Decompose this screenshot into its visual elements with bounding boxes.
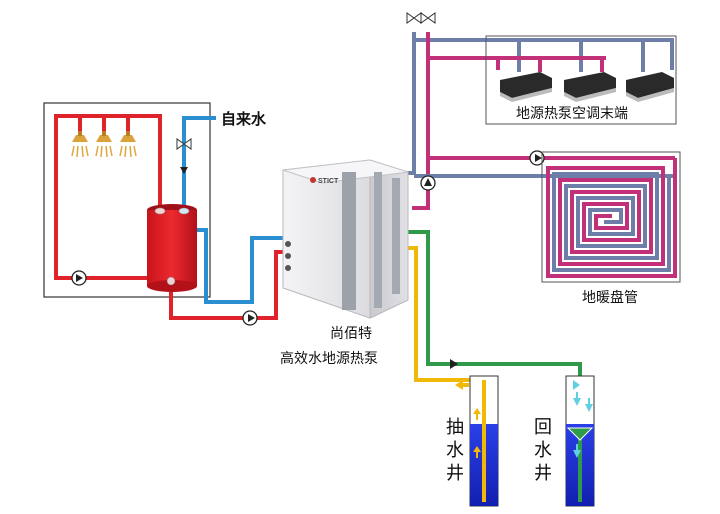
- fan-coil-unit-icon: [626, 72, 674, 102]
- floor-heating-label: 地暖盘管: [582, 289, 638, 306]
- hot-water-frame: [43, 102, 211, 298]
- hot-water-loop: [54, 114, 292, 320]
- unit-logo: STICT: [318, 178, 339, 185]
- floor-heating-frame: [541, 151, 681, 283]
- shower-heads: [71, 131, 137, 158]
- valve-icon: [406, 12, 422, 24]
- tap-water-label: 自来水: [221, 110, 267, 128]
- tap-water-line: [182, 116, 290, 304]
- hot-water-tank: [147, 204, 197, 292]
- brand-label: 尚佰特: [330, 326, 372, 342]
- valve-icon: [420, 12, 436, 24]
- floor-heating-coil: [546, 158, 677, 278]
- heat-pump-unit: STICT: [282, 159, 409, 319]
- fan-coil-unit-icon: [500, 72, 552, 102]
- return-well-label-1: 回: [534, 417, 552, 438]
- flow-arrow-right-icon: [450, 359, 458, 369]
- pump-icon: [420, 175, 436, 191]
- return-well-label-2: 水: [534, 440, 552, 461]
- pump-icon: [529, 150, 545, 166]
- return-well-label-3: 井: [534, 463, 552, 484]
- product-label: 高效水地源热泵: [280, 350, 378, 367]
- draw-well: [455, 375, 499, 507]
- pump-icon: [242, 310, 258, 326]
- shower-head-icon: [71, 131, 89, 158]
- draw-well-label-3: 井: [446, 463, 464, 484]
- shower-head-icon: [119, 131, 137, 158]
- pump-icon: [71, 270, 87, 286]
- return-well: [565, 375, 595, 507]
- draw-well-label-2: 水: [446, 440, 464, 461]
- shower-head-icon: [95, 131, 113, 158]
- fan-coil-unit-icon: [564, 72, 616, 102]
- terminals-label: 地源热泵空调末端: [516, 106, 628, 122]
- terminals-frame: [485, 35, 677, 125]
- flow-arrow-down-icon: [180, 167, 188, 174]
- draw-well-label-1: 抽: [446, 417, 464, 438]
- valve-icon: [176, 138, 192, 150]
